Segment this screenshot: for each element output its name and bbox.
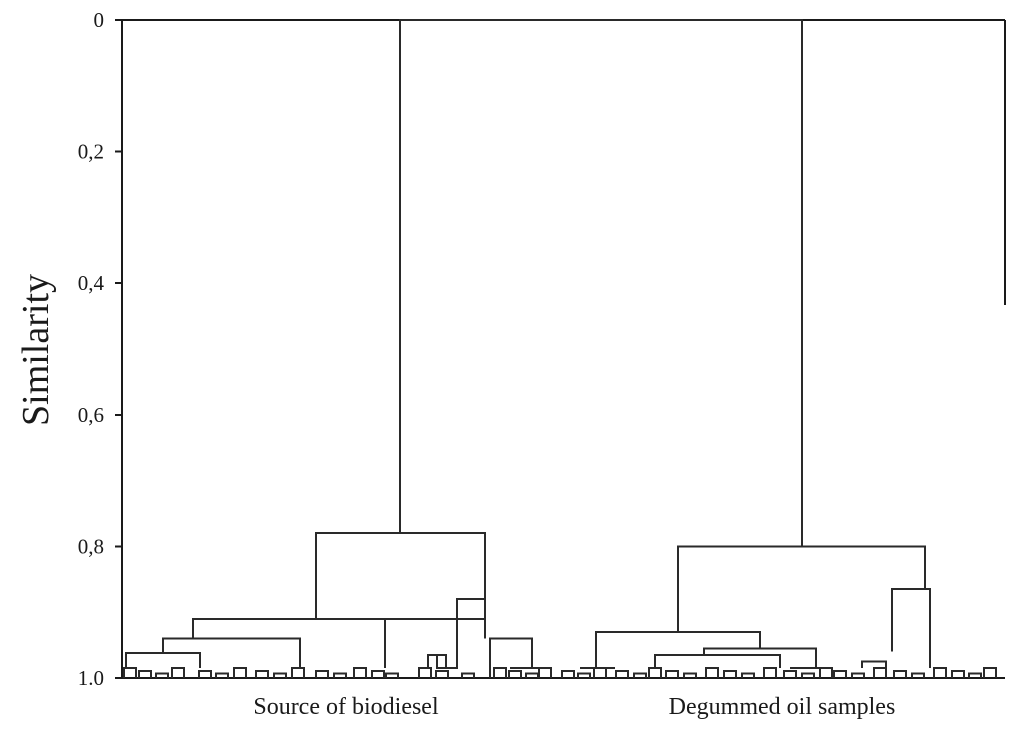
dendrogram-link-25 [615, 669, 629, 678]
dendrogram-link-63 [677, 545, 926, 632]
dendrogram-link-3 [171, 667, 185, 678]
dendrogram-link-59 [595, 630, 761, 669]
dendrogram-link-52 [489, 637, 533, 678]
y-tick-label-5: 1.0 [78, 666, 104, 690]
dendrogram-link-38 [851, 672, 865, 678]
dendrogram-link-21 [538, 667, 552, 678]
dendrogram-link-46 [125, 651, 201, 669]
dendrogram-link-1 [138, 669, 152, 678]
dendrogram-link-42 [933, 667, 947, 678]
dendrogram-link-12 [353, 667, 367, 678]
dendrogram-link-0 [123, 667, 137, 678]
y-tick-label-2: 0,4 [78, 271, 105, 295]
dendrogram-link-7 [255, 669, 269, 678]
dendrogram-link-53 [456, 598, 486, 669]
dendrogram-link-61 [861, 660, 887, 669]
dendrogram-link-37 [833, 669, 847, 678]
dendrogram-link-13 [371, 669, 385, 678]
y-tick-label-4: 0,8 [78, 534, 104, 558]
dendrogram-link-17 [461, 672, 475, 678]
dendrogram-link-24 [593, 667, 607, 678]
y-axis-title: Similarity [15, 274, 57, 426]
dendrogram-link-47 [162, 637, 301, 669]
group-labels: Source of biodiesel Degummed oil samples [253, 694, 895, 720]
dendrogram-link-26 [633, 672, 647, 678]
dendrogram-link-10 [315, 669, 329, 678]
dendrogram-link-30 [705, 667, 719, 678]
dendrogram-link-6 [233, 667, 247, 678]
dendrogram-link-11 [333, 672, 347, 678]
dendrogram-link-9 [291, 667, 305, 678]
dendrogram-link-39 [873, 667, 887, 678]
dendrogram-link-19 [508, 669, 522, 678]
dendrogram-link-34 [783, 669, 797, 678]
dendrogram-link-62 [891, 588, 931, 669]
dendrogram-link-58 [703, 647, 817, 669]
dendrogram-link-22 [561, 669, 575, 678]
dendrogram-tree [123, 19, 997, 678]
dendrogram-link-5 [215, 672, 229, 678]
dendrogram-link-32 [741, 672, 755, 678]
dendrogram-link-15 [418, 667, 432, 678]
dendrogram-link-4 [198, 669, 212, 678]
dendrogram-link-14 [385, 672, 399, 678]
group-label-source: Source of biodiesel [253, 694, 439, 720]
dendrogram-link-43 [951, 669, 965, 678]
dendrogram-link-2 [155, 672, 169, 678]
group-label-degummed: Degummed oil samples [669, 694, 896, 720]
dendrogram-link-64 [399, 19, 803, 547]
dendrogram-link-35 [801, 672, 815, 678]
dendrogram-link-45 [983, 667, 997, 678]
dendrogram-link-55 [315, 532, 486, 619]
dendrogram-link-8 [273, 672, 287, 678]
dendrogram-link-23 [577, 672, 591, 678]
y-tick-label-0: 0 [94, 8, 105, 32]
dendrogram-link-28 [665, 669, 679, 678]
dendrogram-link-40 [893, 669, 907, 678]
dendrogram-link-29 [683, 672, 697, 678]
y-tick-label-1: 0,2 [78, 140, 104, 164]
dendrogram-link-18 [493, 667, 507, 678]
dendrogram-link-44 [968, 672, 982, 678]
plot-frame [121, 19, 1006, 679]
dendrogram-link-36 [819, 667, 833, 678]
y-tick-label-3: 0,6 [78, 403, 104, 427]
dendrogram-link-33 [763, 667, 777, 678]
dendrogram-link-57 [654, 653, 781, 669]
dendrogram-link-41 [911, 672, 925, 678]
dendrogram-link-31 [723, 669, 737, 678]
y-axis: 0 0,2 0,4 0,6 0,8 1.0 [78, 8, 122, 690]
dendrogram-link-48 [192, 617, 386, 669]
dendrogram-link-27 [648, 667, 662, 678]
dendrogram-link-16 [435, 669, 449, 678]
